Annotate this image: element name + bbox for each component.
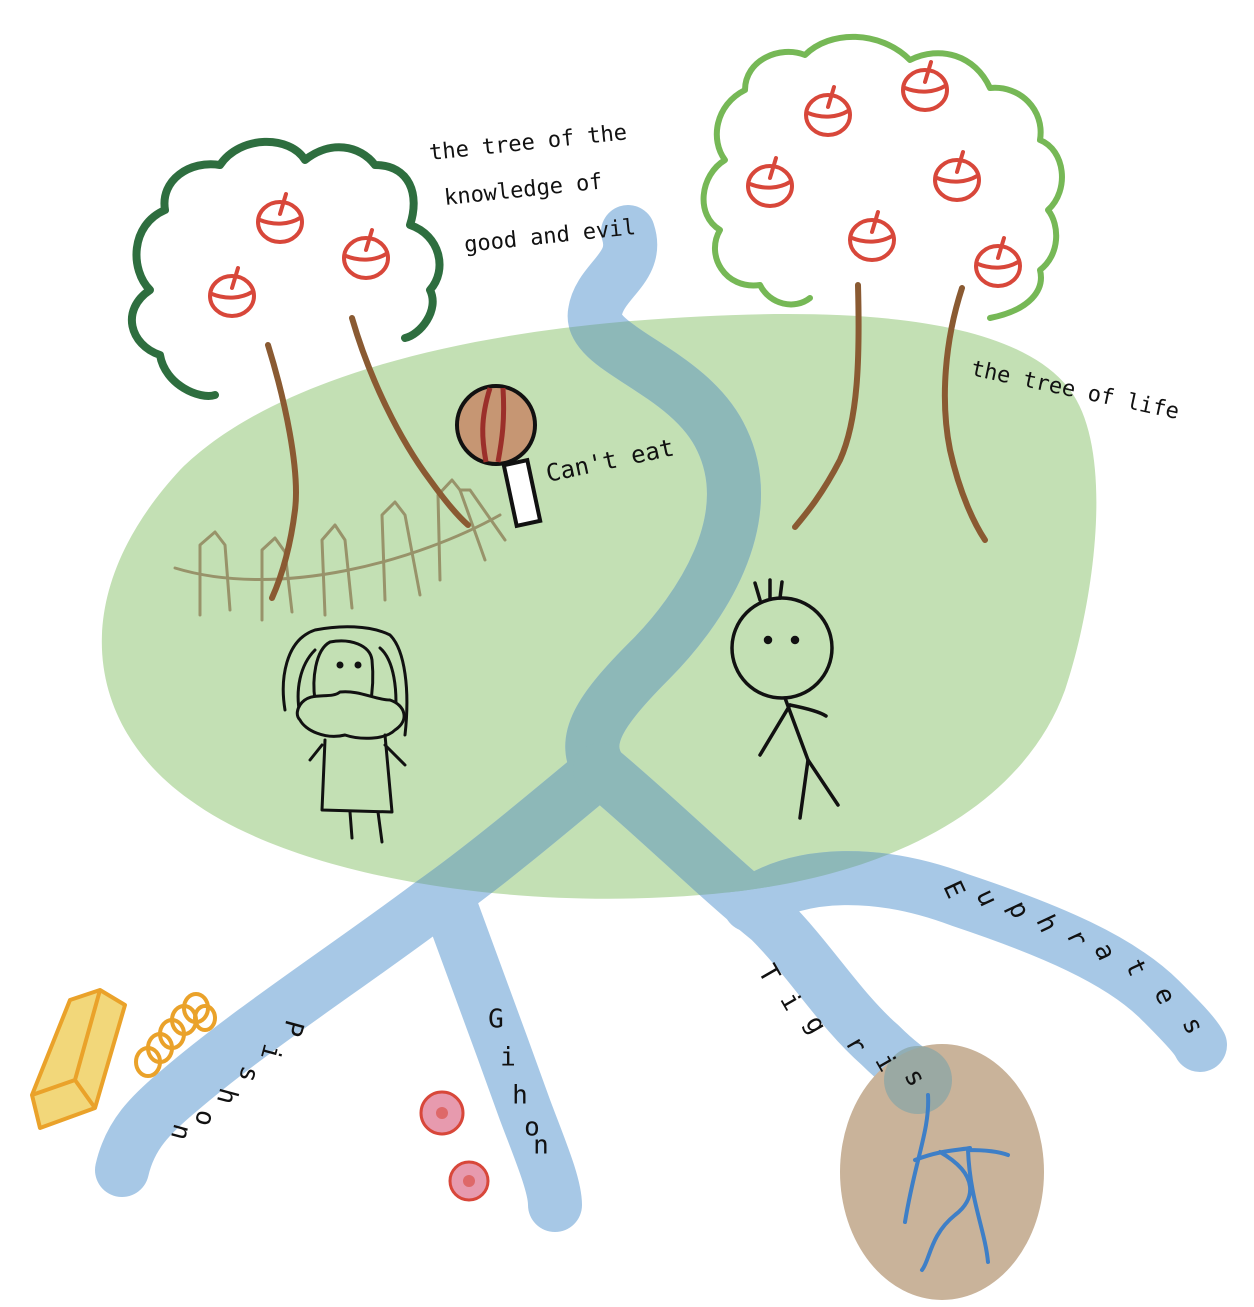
svg-text:P: P: [276, 1017, 309, 1040]
knowledge-label-line-1: the tree of the: [428, 120, 628, 166]
knowledge-tree-trunk-left: [265, 342, 299, 601]
svg-text:G: G: [488, 1005, 504, 1035]
knowledge-tree-fruits: [208, 192, 390, 318]
apple-icon: [342, 228, 390, 280]
river-gihon: [423, 878, 582, 1232]
svg-text:s: s: [232, 1063, 265, 1086]
life-tree-trunk-right: [941, 285, 988, 543]
svg-text:o: o: [188, 1107, 221, 1130]
garden-of-eden-area: [101, 314, 1097, 899]
gold-bar-icon: [30, 988, 127, 1130]
svg-text:i: i: [500, 1043, 516, 1073]
woman-figure-icon: [281, 625, 409, 844]
svg-text:the tree of the: the tree of the: [428, 120, 628, 166]
svg-text:n: n: [533, 1131, 549, 1161]
knowledge-label-line-2: knowledge of: [443, 169, 604, 210]
svg-text:i: i: [254, 1041, 287, 1064]
apple-icon: [974, 236, 1022, 288]
inland-river: [903, 1093, 1010, 1272]
svg-text:n: n: [164, 1121, 197, 1144]
knowledge-tree-trunk-right: [349, 315, 471, 528]
svg-text:o: o: [524, 1113, 540, 1143]
tree-of-life: [700, 33, 1065, 543]
svg-text:T: T: [752, 959, 786, 988]
river-euphrates: [723, 851, 1227, 1072]
life-tree-trunk-left: [792, 282, 862, 530]
apple-icon: [746, 156, 794, 208]
svg-text:i: i: [774, 987, 808, 1016]
svg-text:g: g: [799, 1010, 833, 1039]
knowledge-tree-canopy: [128, 137, 444, 400]
apple-icon: [256, 192, 304, 244]
apple-icon: [933, 150, 981, 202]
gem-icon: [419, 1090, 490, 1202]
man-figure-icon: [730, 578, 840, 820]
land-region: [840, 1044, 1044, 1300]
svg-text:h: h: [210, 1085, 243, 1108]
fence: [173, 478, 507, 622]
apple-icon: [901, 60, 949, 112]
coil-icon: [134, 992, 217, 1078]
apple-icon: [804, 85, 852, 137]
svg-text:knowledge of: knowledge of: [443, 169, 604, 210]
knowledge-tree-label: the tree of the knowledge of good and ev…: [428, 120, 637, 258]
life-tree-canopy: [700, 33, 1065, 321]
prohibited-sign-icon: [455, 384, 543, 529]
life-tree-fruits: [746, 60, 1022, 288]
tree-of-knowledge: [128, 137, 471, 601]
apple-icon: [208, 266, 256, 318]
svg-text:h: h: [512, 1081, 528, 1111]
apple-icon: [848, 210, 896, 262]
